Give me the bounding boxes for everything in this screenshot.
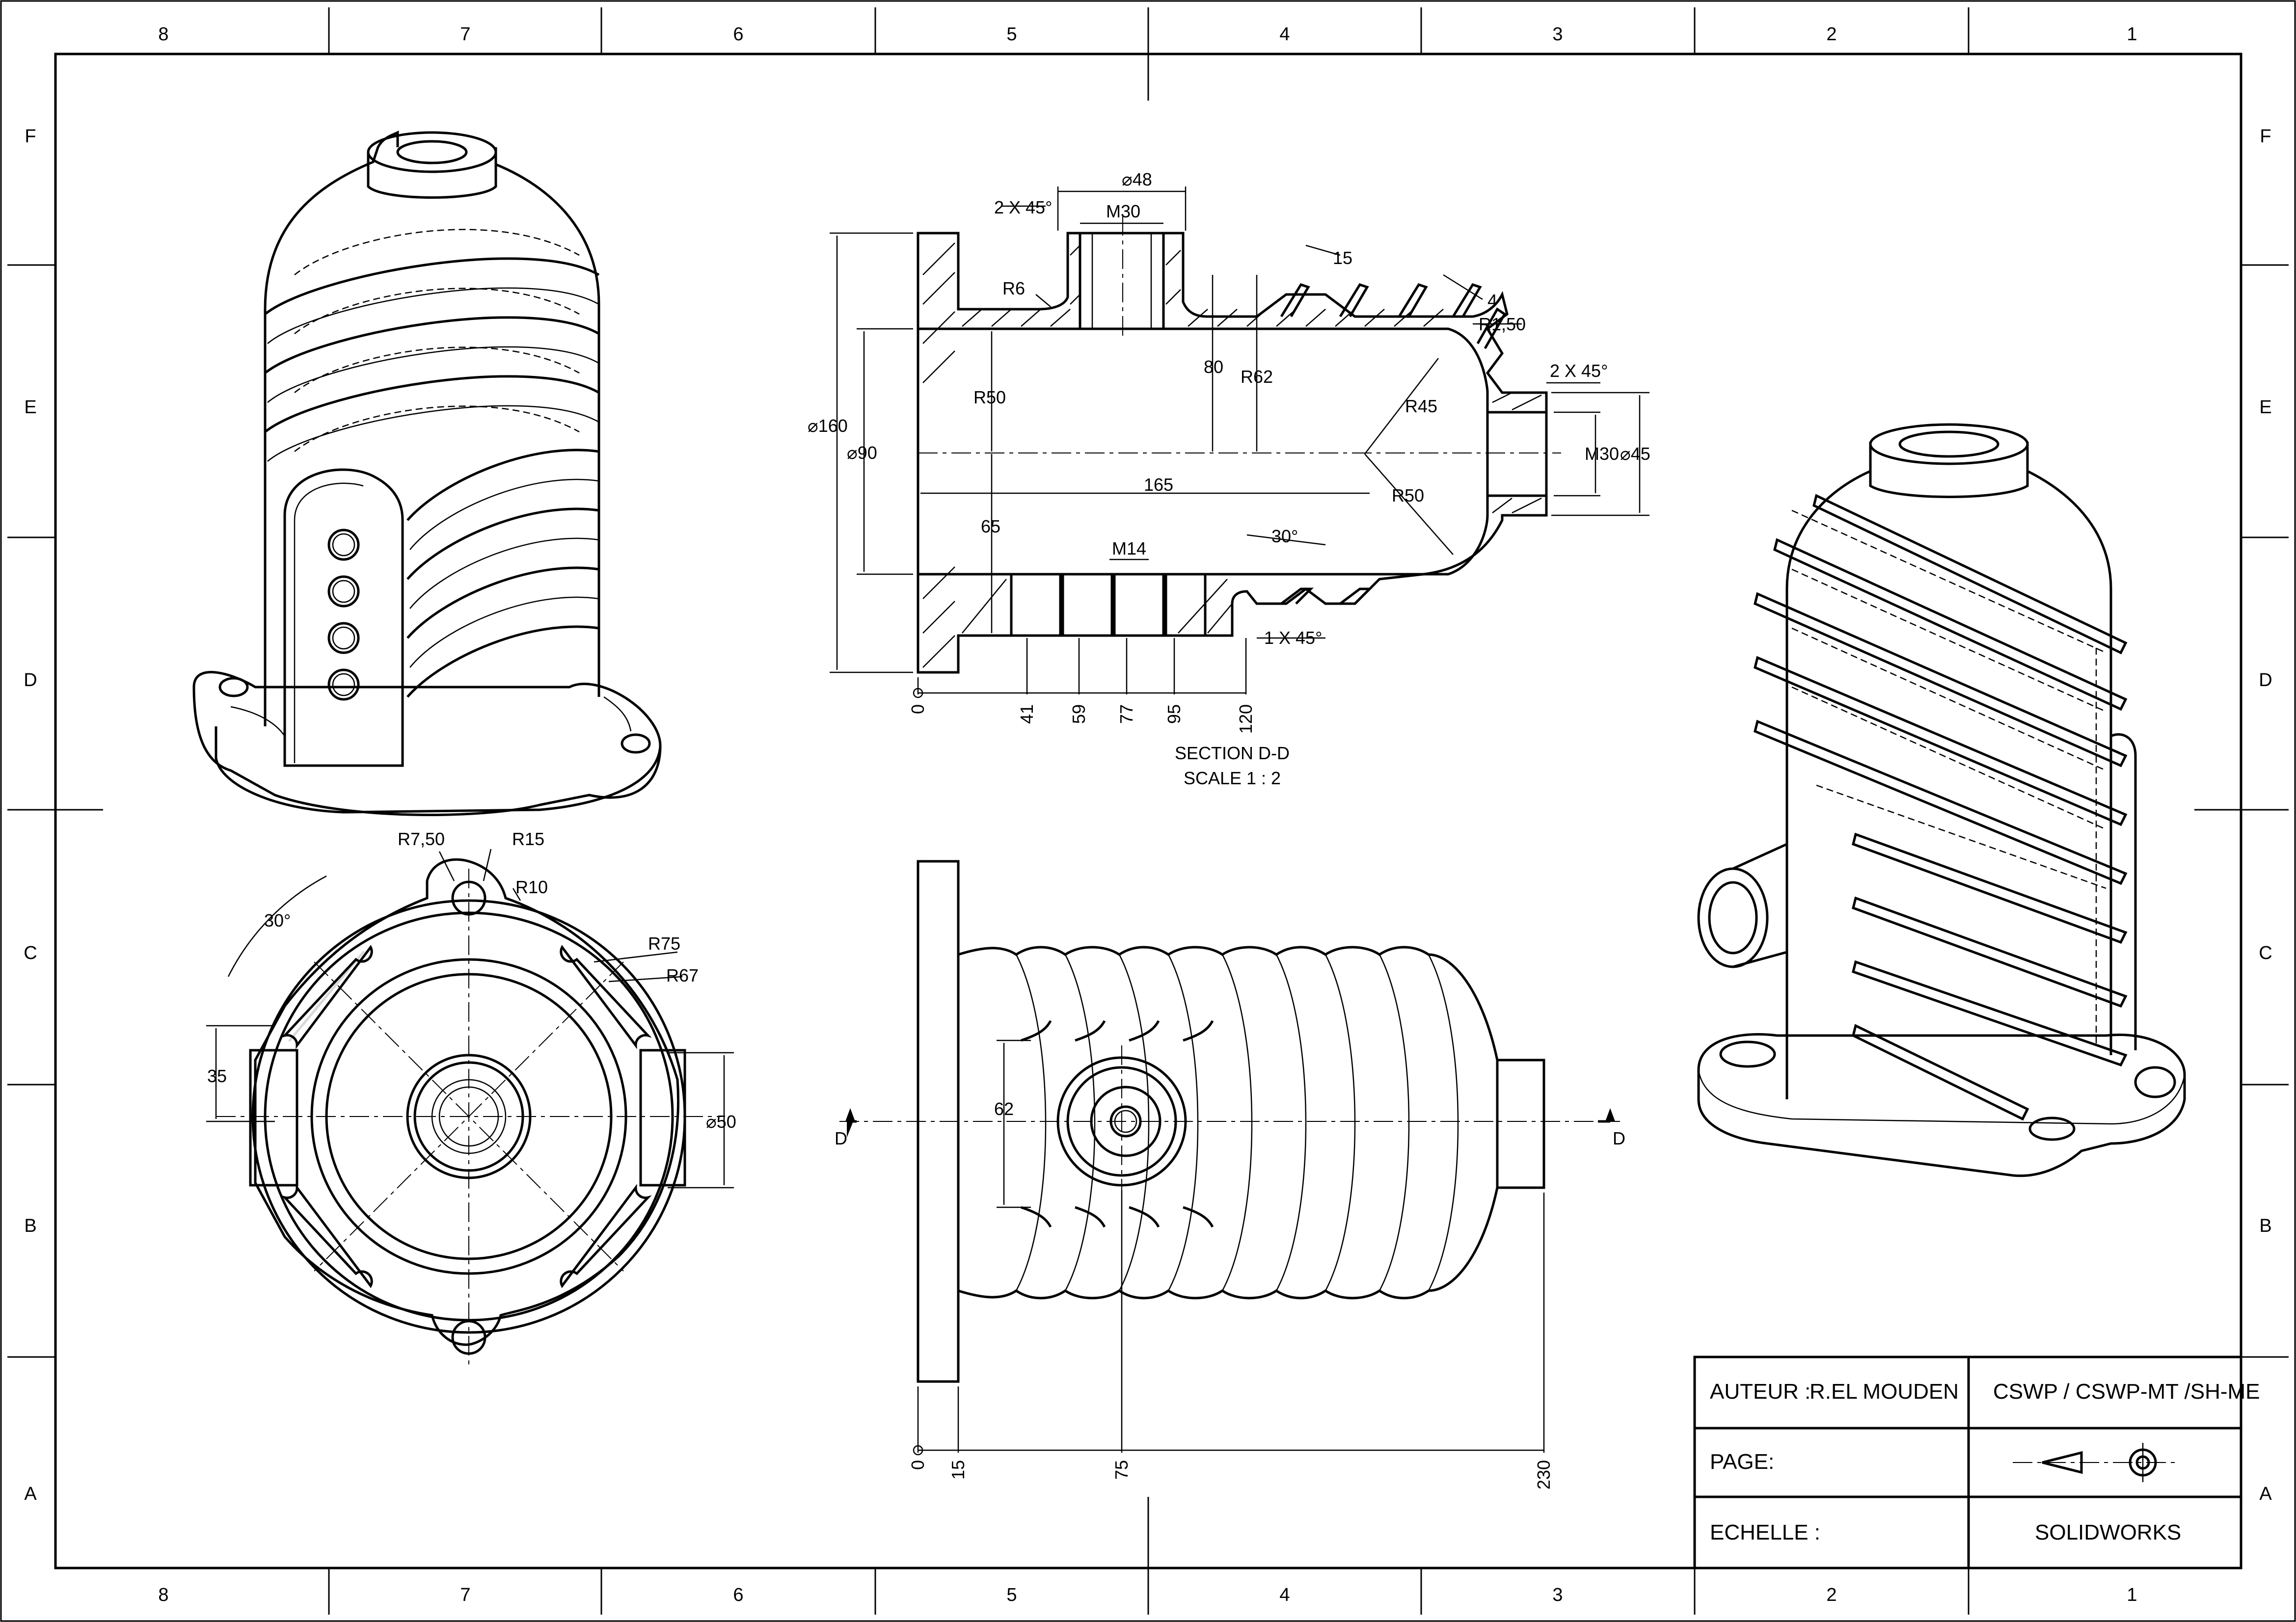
page-label: PAGE: (1710, 1450, 1774, 1474)
dim-d45: ⌀45 (1620, 444, 1650, 464)
zone-col-4-bottom: 4 (1279, 1585, 1290, 1605)
zone-col-1-top: 1 (2127, 24, 2137, 45)
zone-col-3-bottom: 3 (1552, 1585, 1563, 1605)
zone-row-C-right: C (2259, 943, 2272, 963)
dim-165: 165 (1144, 475, 1173, 495)
dim-chamfer-bottom: 1 X 45° (1264, 628, 1322, 648)
author-label: AUTEUR : (1710, 1380, 1810, 1404)
dim-fin-15: 15 (1333, 248, 1352, 268)
front-ord-0: 0 (908, 1460, 928, 1470)
isometric-view-left (192, 130, 662, 816)
zone-col-5-bottom: 5 (1006, 1585, 1017, 1605)
zone-row-B-right: B (2259, 1216, 2271, 1236)
first-angle-projection-icon (2013, 1443, 2180, 1482)
zone-col-7-bottom: 7 (460, 1585, 470, 1605)
zone-row-C-left: C (24, 943, 37, 963)
section-marker-left: D (835, 1128, 847, 1148)
zone-row-D-right: D (2259, 670, 2272, 691)
dim-r45: R45 (1405, 396, 1437, 416)
dim-r750: R7,50 (398, 829, 445, 849)
dim-chamfer-right: 2 X 45° (1550, 361, 1608, 381)
dim-80: 80 (1204, 357, 1223, 377)
ord-120: 120 (1236, 704, 1256, 734)
dim-chamfer-top: 2 X 45° (994, 197, 1052, 217)
isometric-view-right (1697, 423, 2186, 1177)
dim-r67: R67 (666, 965, 699, 985)
dim-r50-right: R50 (1392, 485, 1424, 505)
front-view: D D 62 0 15 75 230 (835, 860, 1625, 1489)
zone-col-7-top: 7 (460, 24, 470, 45)
dim-r75: R75 (648, 933, 680, 954)
section-view-d-d: ⌀48 M30 2 X 45° R6 ⌀160 ⌀90 R50 65 80 R6… (808, 169, 1650, 788)
section-marker-right: D (1613, 1128, 1625, 1148)
zone-row-E-right: E (2259, 397, 2271, 418)
zone-row-A-left: A (24, 1484, 37, 1504)
zone-col-5-top: 5 (1006, 24, 1017, 45)
dim-fin-4: 4 (1487, 291, 1497, 311)
zone-row-D-left: D (24, 670, 37, 691)
dim-angle-30: 30° (1271, 526, 1298, 546)
front-ord-230: 230 (1534, 1460, 1554, 1489)
ord-0: 0 (908, 704, 928, 714)
zone-row-A-right: A (2259, 1484, 2272, 1504)
front-ord-75: 75 (1111, 1460, 1132, 1480)
zone-col-8-bottom: 8 (158, 1585, 168, 1605)
dim-d48: ⌀48 (1122, 169, 1152, 189)
dim-r6: R6 (1002, 278, 1025, 298)
certification: CSWP / CSWP-MT /SH-ME (1993, 1380, 2260, 1404)
dim-62: 62 (994, 1099, 1014, 1119)
dim-65: 65 (981, 516, 1000, 536)
zone-col-4-top: 4 (1279, 24, 1290, 45)
dim-r62: R62 (1241, 367, 1273, 387)
zone-row-E-left: E (24, 397, 36, 418)
ord-95: 95 (1164, 704, 1184, 724)
ord-41: 41 (1017, 704, 1037, 724)
scale-label: ECHELLE : (1710, 1520, 1820, 1544)
zone-row-F-left: F (25, 126, 36, 147)
title-block: AUTEUR : R.EL MOUDEN CSWP / CSWP-MT /SH-… (1693, 1356, 2260, 1569)
dim-r15: R15 (512, 829, 544, 849)
dim-m30-right: M30 (1585, 444, 1619, 464)
dim-r10: R10 (515, 877, 548, 897)
section-scale: SCALE 1 : 2 (1184, 768, 1281, 788)
zone-col-1-bottom: 1 (2127, 1585, 2137, 1605)
front-ord-15: 15 (948, 1460, 968, 1480)
top-view: R7,50 R15 R10 30° R75 R67 35 ⌀50 (206, 829, 736, 1369)
zone-col-3-top: 3 (1552, 24, 1563, 45)
zone-col-6-bottom: 6 (733, 1585, 743, 1605)
zone-row-F-right: F (2260, 126, 2271, 147)
dim-35: 35 (207, 1066, 227, 1086)
ord-59: 59 (1069, 704, 1089, 724)
section-title: SECTION D-D (1175, 743, 1290, 763)
zone-labels: 8 7 6 5 4 3 2 1 8 7 6 5 4 3 2 1 F E D C … (24, 24, 2272, 1605)
zone-row-B-left: B (24, 1216, 36, 1236)
dim-d50: ⌀50 (706, 1112, 736, 1132)
dim-r50-left: R50 (973, 387, 1006, 407)
dim-m14: M14 (1112, 538, 1146, 558)
zone-col-2-top: 2 (1826, 24, 1837, 45)
dim-angle-30-top: 30° (264, 910, 291, 931)
dim-d90: ⌀90 (847, 443, 877, 463)
zone-col-2-bottom: 2 (1826, 1585, 1837, 1605)
ord-77: 77 (1116, 704, 1136, 724)
software-name: SOLIDWORKS (2035, 1520, 2181, 1544)
author-value: R.EL MOUDEN (1810, 1380, 1959, 1404)
zone-col-8-top: 8 (158, 24, 168, 45)
dim-r150: R1,50 (1479, 314, 1526, 334)
zone-col-6-top: 6 (733, 24, 743, 45)
dim-d160: ⌀160 (808, 416, 848, 436)
dim-m30-top: M30 (1106, 201, 1140, 221)
